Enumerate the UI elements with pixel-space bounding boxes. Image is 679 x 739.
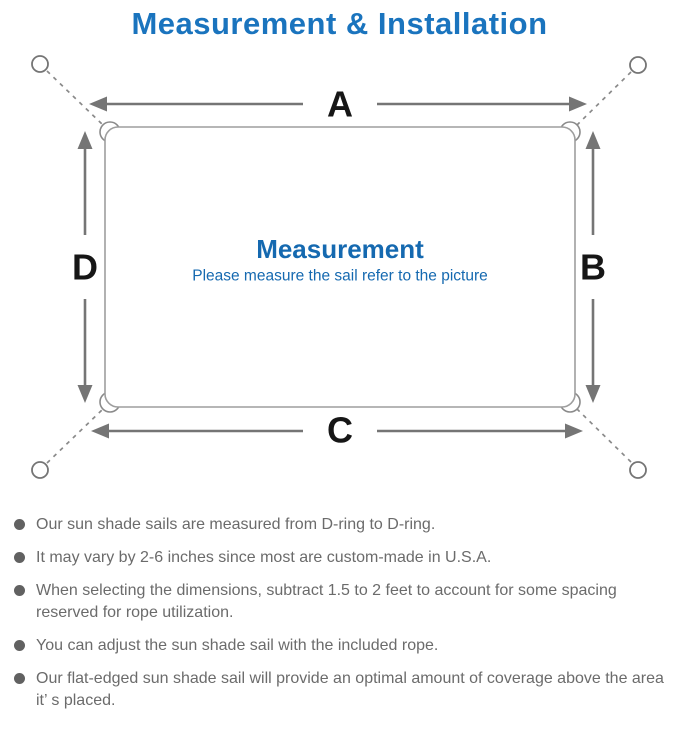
dimension-label-c: C [327,410,353,451]
dimension-arrow-d [77,131,93,403]
list-item: It may vary by 2-6 inches since most are… [8,547,669,569]
bullet-text: You can adjust the sun shade sail with t… [36,637,439,654]
dimension-arrow-b [585,131,601,403]
dimension-arrow-a [89,96,587,112]
notes-list: Our sun shade sails are measured from D-… [0,504,679,712]
dimension-arrow-c [91,423,583,439]
anchor-ring-bottom-right-icon [629,461,647,479]
tension-line-top-left [46,70,104,126]
list-item: When selecting the dimensions, subtract … [8,580,669,624]
bullet-dot-icon [14,552,25,563]
anchor-ring-bottom-left-icon [31,461,49,479]
tension-line-top-right [576,71,632,126]
measurement-heading: Measurement [256,234,424,264]
dimension-label-a: A [327,84,353,125]
bullet-dot-icon [14,640,25,651]
list-item: Our sun shade sails are measured from D-… [8,514,669,536]
bullet-text: Our flat-edged sun shade sail will provi… [36,670,664,709]
bullet-dot-icon [14,673,25,684]
tension-line-bottom-left [46,408,104,464]
bullet-dot-icon [14,519,25,530]
sail-measurement-diagram: A C D B [0,42,679,504]
diagram-svg: A C D B [31,55,647,479]
anchor-ring-top-left-icon [31,55,49,73]
tension-line-bottom-right [576,408,632,463]
dimension-label-b: B [580,247,606,288]
anchor-ring-top-right-icon [629,56,647,74]
bullet-dot-icon [14,585,25,596]
bullet-text: When selecting the dimensions, subtract … [36,582,617,621]
measurement-subtitle: Please measure the sail refer to the pic… [192,268,488,285]
bullet-text: It may vary by 2-6 inches since most are… [36,549,492,566]
list-item: You can adjust the sun shade sail with t… [8,635,669,657]
bullet-text: Our sun shade sails are measured from D-… [36,516,436,533]
list-item: Our flat-edged sun shade sail will provi… [8,668,669,712]
sail-rect [104,126,576,408]
page-title: Measurement & Installation [131,6,548,41]
dimension-label-d: D [72,247,98,288]
